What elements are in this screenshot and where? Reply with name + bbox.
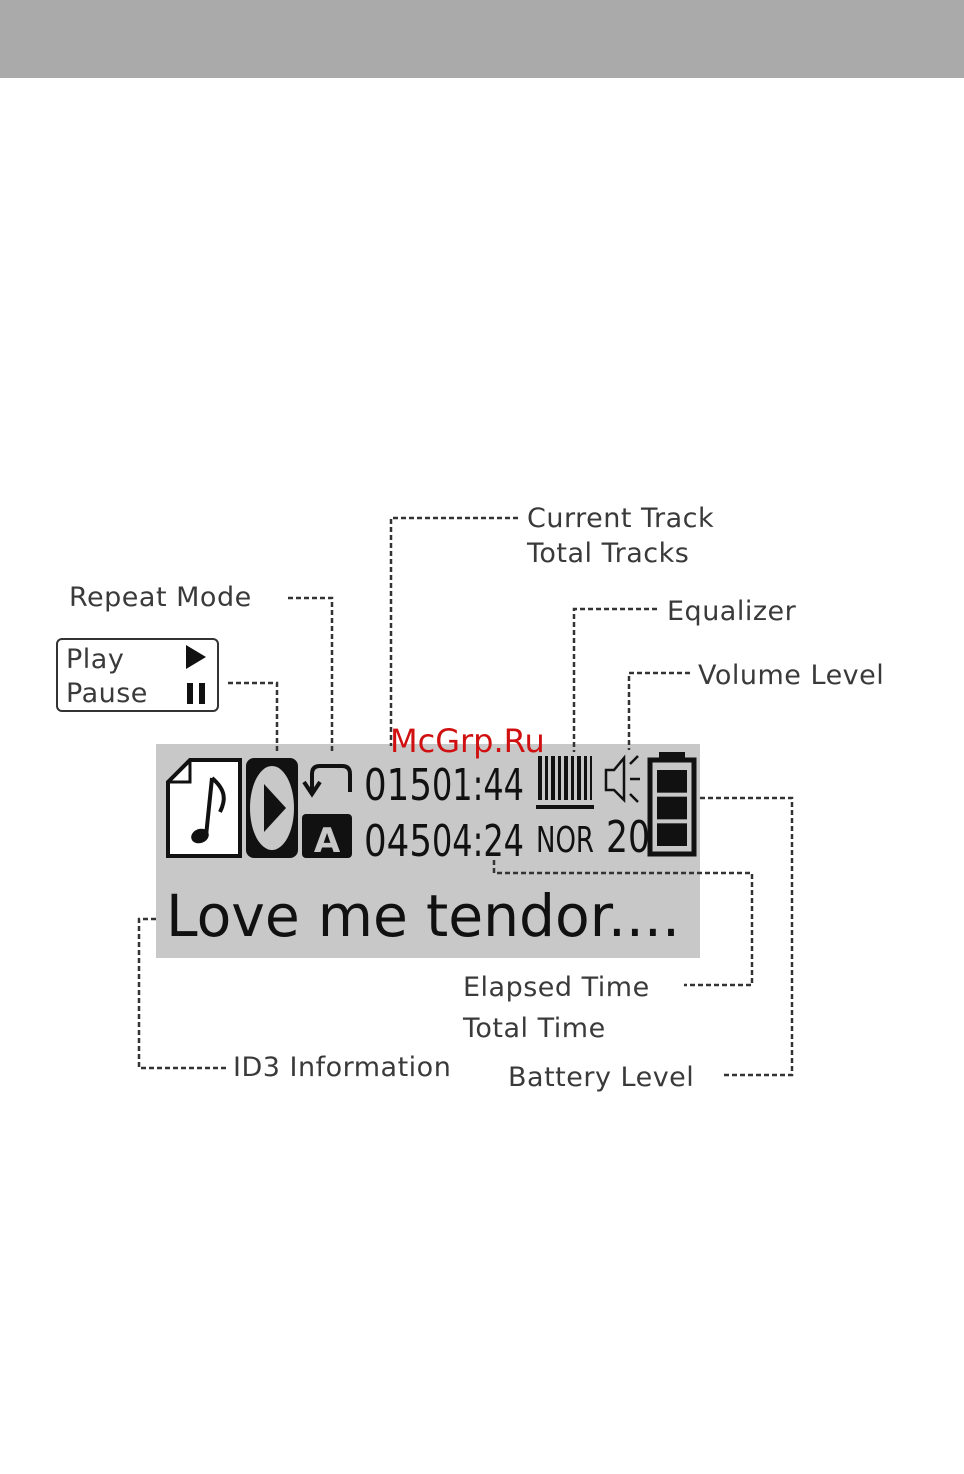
play-label: Play — [66, 644, 124, 675]
leader-battery-level — [700, 798, 792, 1075]
lcd-total-tracks: 045 — [364, 816, 432, 867]
music-note-icon — [168, 760, 240, 856]
leader-current-track — [391, 518, 518, 746]
repeat-mode-label: Repeat Mode — [69, 582, 252, 613]
leader-play-pause — [228, 683, 277, 752]
volume-level-label: Volume Level — [698, 660, 884, 691]
lcd-total-time: 04:24 — [432, 816, 524, 867]
leader-volume-level — [629, 673, 690, 750]
battery-bar — [657, 823, 687, 846]
lcd-id3-text: Love me tendor.... — [166, 882, 680, 950]
lcd-current-track: 015 — [364, 760, 432, 811]
repeat-badge: A — [314, 821, 341, 861]
total-time-label: Total Time — [462, 1013, 606, 1044]
lcd-equalizer-mode: NOR — [536, 820, 594, 861]
watermark: McGrp.Ru — [390, 722, 545, 760]
battery-level-label: Battery Level — [508, 1062, 694, 1093]
lcd-elapsed-time: 01:44 — [432, 760, 524, 811]
equalizer-label: Equalizer — [667, 596, 797, 627]
pause-label: Pause — [66, 678, 148, 709]
id3-information-label: ID3 Information — [233, 1052, 451, 1083]
lcd-volume: 20 — [606, 812, 650, 863]
leader-equalizer — [574, 609, 657, 752]
current-track-label: Current Track — [527, 503, 714, 534]
battery-bar — [657, 770, 687, 793]
total-tracks-label: Total Tracks — [526, 538, 689, 569]
play-state-icon — [246, 758, 298, 858]
battery-bar — [657, 797, 687, 820]
leader-repeat-mode — [288, 598, 332, 752]
elapsed-time-label: Elapsed Time — [463, 972, 650, 1003]
